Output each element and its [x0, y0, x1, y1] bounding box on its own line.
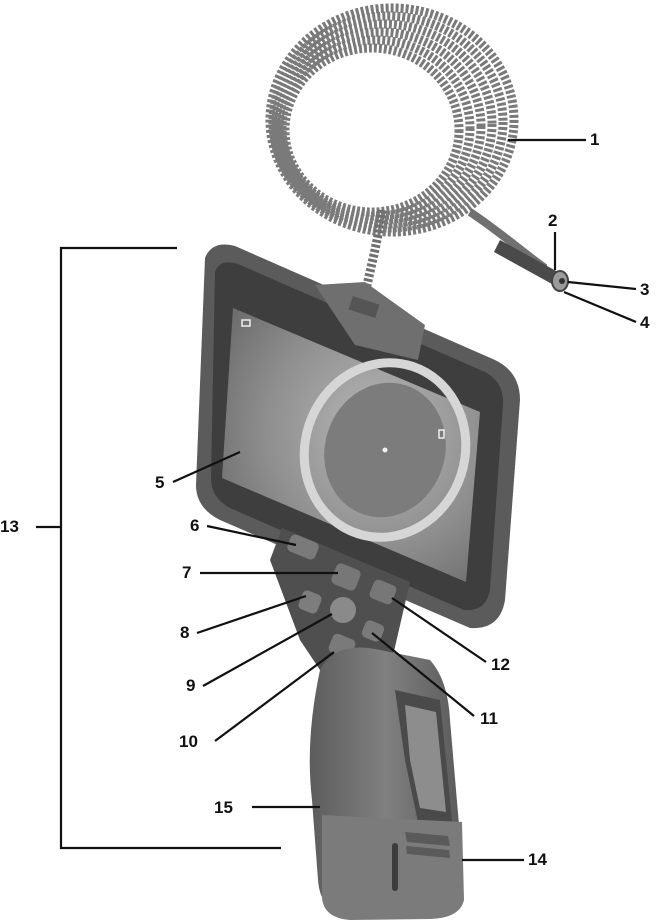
callout-1: 1: [590, 130, 600, 149]
callout-8: 8: [180, 623, 190, 642]
display-screen: [222, 308, 480, 582]
button-7[interactable]: [330, 562, 362, 592]
callout-9: 9: [186, 676, 196, 695]
button-6[interactable]: [286, 533, 321, 561]
leader-lines: [36, 138, 637, 862]
callout-5: 5: [155, 473, 165, 492]
callout-2: 2: [548, 211, 558, 230]
callout-4: 4: [640, 313, 650, 332]
button-12[interactable]: [368, 578, 398, 606]
callout-14: 14: [528, 850, 547, 869]
callout-10: 10: [179, 732, 198, 751]
callout-12: 12: [491, 655, 510, 674]
callout-13: 13: [0, 517, 19, 536]
button-9[interactable]: [330, 597, 356, 623]
cable-coil: [265, 3, 519, 237]
button-11[interactable]: [360, 619, 385, 643]
screen-icon-camera: [241, 319, 251, 327]
camera-probe: [494, 240, 569, 292]
callout-7: 7: [182, 563, 192, 582]
callout-15: 15: [214, 798, 233, 817]
cable-lead: [361, 209, 387, 291]
screen-icon-battery: [438, 429, 445, 439]
callout-6: 6: [190, 516, 200, 535]
callout-11: 11: [480, 709, 498, 728]
battery-pack: [322, 815, 464, 920]
callout-3: 3: [640, 280, 650, 299]
